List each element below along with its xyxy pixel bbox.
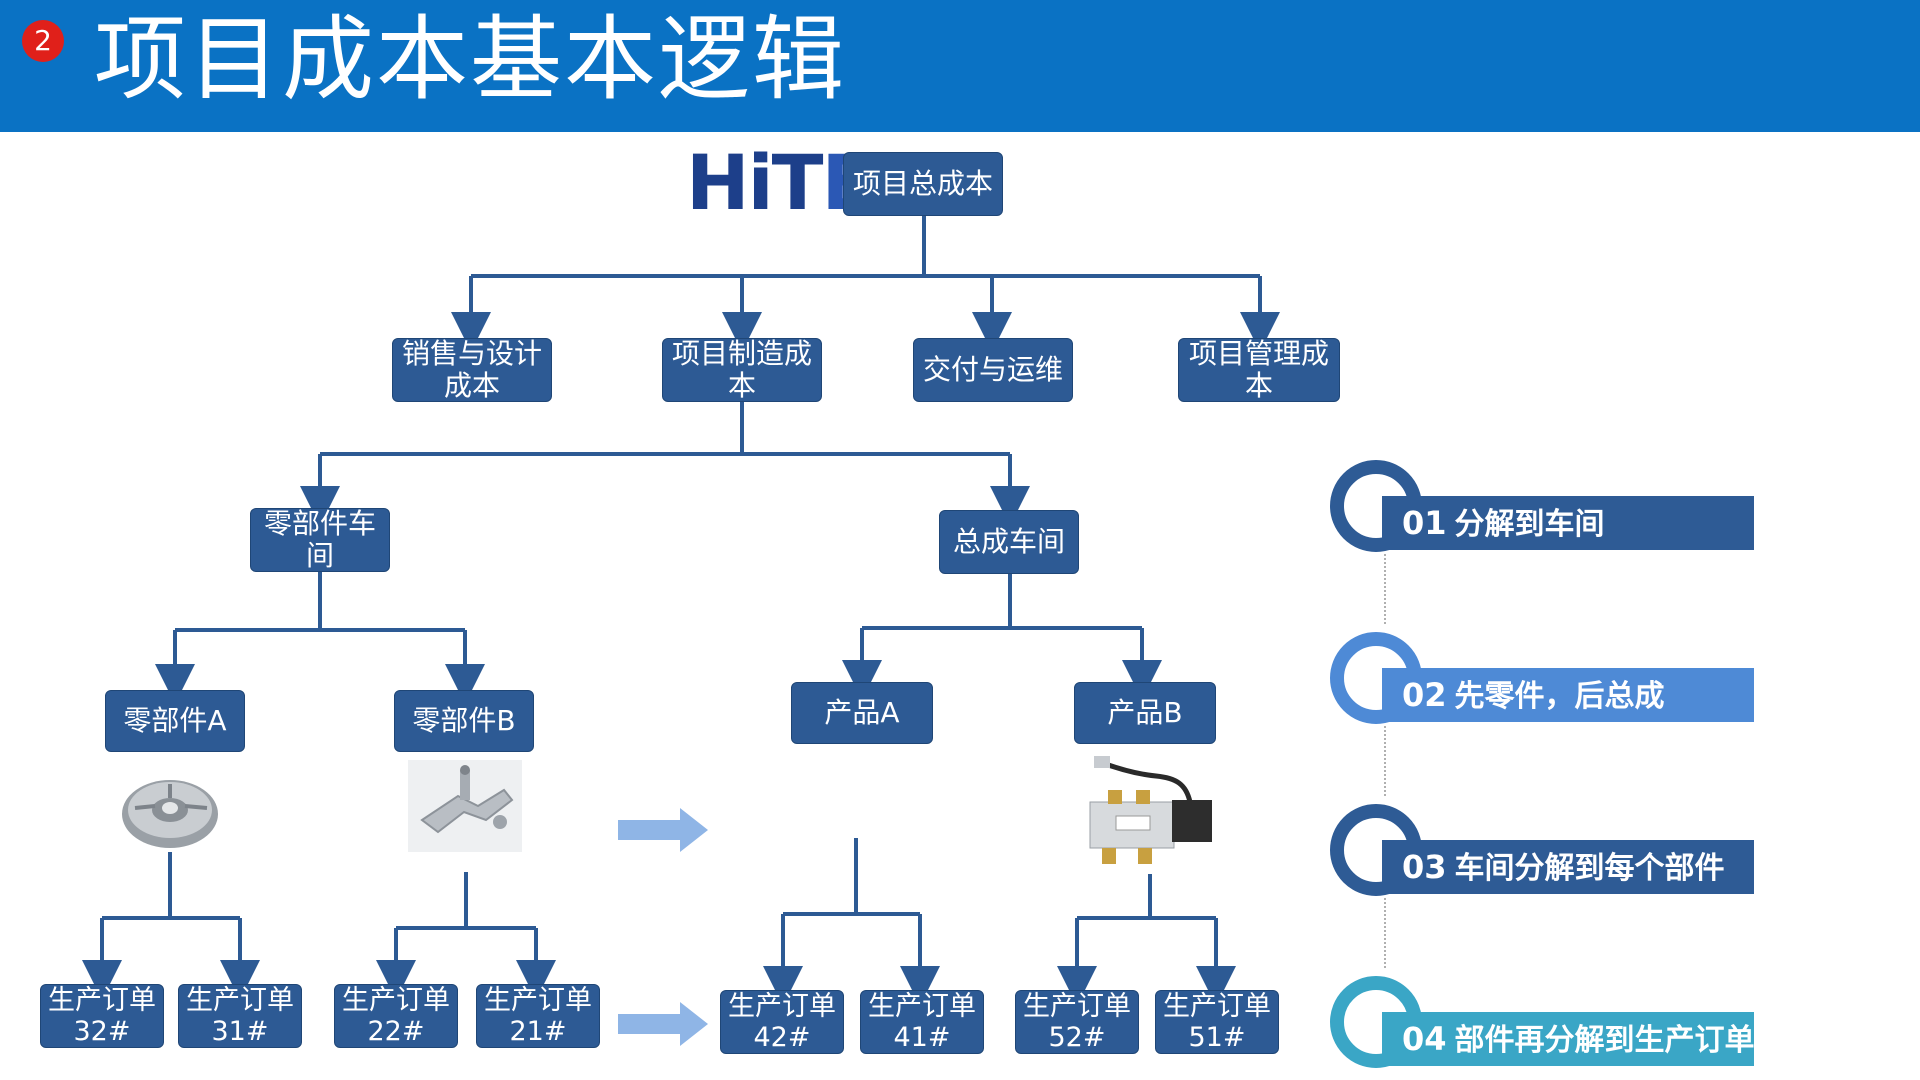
line-orders-pb [1077,874,1216,920]
logo-text: HiT [686,138,823,227]
part-a-image [122,780,218,848]
node-manufacturing: 项目制造成本 [662,338,822,402]
step-1-label: 分解到车间 [1454,507,1605,542]
node-part-b: 零部件B [394,690,534,752]
node-assembly-workshop: 总成车间 [939,510,1079,574]
node-order-42: 生产订单42# [720,990,844,1054]
step-2-number: 02 [1402,676,1447,714]
node-delivery: 交付与运维 [913,338,1073,402]
step-3-number: 03 [1402,848,1447,886]
step-1-number: 01 [1402,504,1447,542]
step-4-label: 部件再分解到生产订单 [1454,1023,1755,1058]
node-order-22: 生产订单22# [334,984,458,1048]
line-root [471,214,1260,278]
node-order-21: 生产订单21# [476,984,600,1048]
step-1-connector [1384,554,1386,624]
section-number-badge: 2 [22,20,64,62]
node-management: 项目管理成本 [1178,338,1340,402]
line-mfg [320,402,1010,456]
header-bar: 2 项目成本基本逻辑 [0,0,1920,132]
line-assembly [862,572,1142,630]
line-orders-a [102,852,240,920]
page-title: 项目成本基本逻辑 [94,6,847,113]
part-b-image [408,760,522,852]
line-parts [175,572,465,632]
node-product-b: 产品B [1074,682,1216,744]
step-2-connector [1384,726,1386,796]
step-4-number: 04 [1402,1020,1447,1058]
node-root: 项目总成本 [843,152,1003,216]
node-order-41: 生产订单41# [860,990,984,1054]
line-orders-pa [783,838,920,916]
node-product-a: 产品A [791,682,933,744]
node-part-a: 零部件A [105,690,245,752]
node-order-51: 生产订单51# [1155,990,1279,1054]
product-b-image [1089,756,1212,864]
node-order-31: 生产订单31# [178,984,302,1048]
right-arrow-lower [618,1002,708,1046]
node-parts-workshop: 零部件车间 [250,508,390,572]
node-order-32: 生产订单32# [40,984,164,1048]
node-sales-design: 销售与设计成本 [392,338,552,402]
step-3-label: 车间分解到每个部件 [1454,851,1725,886]
step-2-label: 先零件，后总成 [1454,679,1665,714]
step-3-connector [1384,898,1386,968]
right-arrow-upper [618,808,708,852]
node-order-52: 生产订单52# [1015,990,1139,1054]
line-orders-b [396,872,536,930]
